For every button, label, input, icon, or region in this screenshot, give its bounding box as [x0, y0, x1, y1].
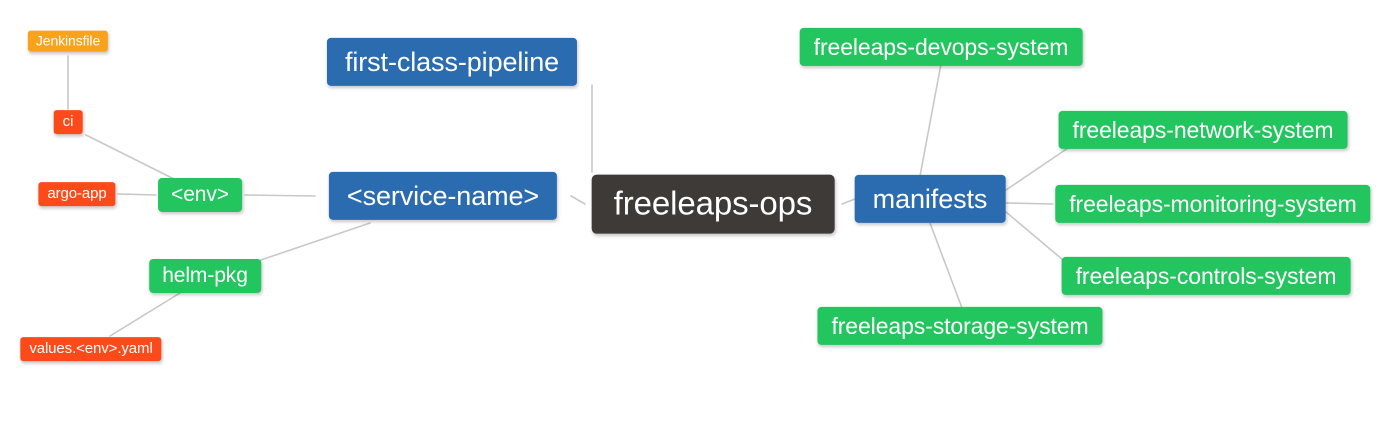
- node-ci[interactable]: ci: [53, 110, 83, 134]
- node-jenkinsfile[interactable]: Jenkinsfile: [27, 30, 109, 52]
- node-storage[interactable]: freeleaps-storage-system: [817, 306, 1103, 346]
- edge-helmpkg-to-valuesyaml: [109, 292, 181, 337]
- edge-manifests-to-devops: [919, 63, 942, 177]
- node-network[interactable]: freeleaps-network-system: [1058, 110, 1348, 150]
- edge-manifests-to-monitoring: [1005, 202, 1054, 205]
- node-service[interactable]: <service-name>: [328, 171, 558, 221]
- node-env[interactable]: <env>: [158, 177, 242, 213]
- edge-root-to-service: [570, 195, 586, 205]
- edge-service-to-helmpkg: [254, 222, 371, 263]
- node-manifests[interactable]: manifests: [854, 174, 1006, 224]
- node-argoapp[interactable]: argo-app: [38, 182, 116, 206]
- node-devops[interactable]: freeleaps-devops-system: [799, 27, 1083, 67]
- node-pipeline[interactable]: first-class-pipeline: [326, 37, 578, 87]
- edge-root-to-manifests: [841, 198, 856, 205]
- node-helmpkg[interactable]: helm-pkg: [149, 258, 261, 294]
- node-root[interactable]: freeleaps-ops: [591, 174, 835, 234]
- node-controls[interactable]: freeleaps-controls-system: [1061, 256, 1351, 296]
- edge-env-to-argoapp: [117, 193, 157, 196]
- edge-service-to-env: [244, 194, 316, 197]
- node-valuesyaml[interactable]: values.<env>.yaml: [20, 337, 162, 361]
- edge-env-to-ci: [85, 134, 179, 182]
- edge-manifests-to-storage: [929, 222, 963, 309]
- edge-manifests-to-network: [1005, 147, 1069, 191]
- node-monitoring[interactable]: freeleaps-monitoring-system: [1055, 184, 1371, 224]
